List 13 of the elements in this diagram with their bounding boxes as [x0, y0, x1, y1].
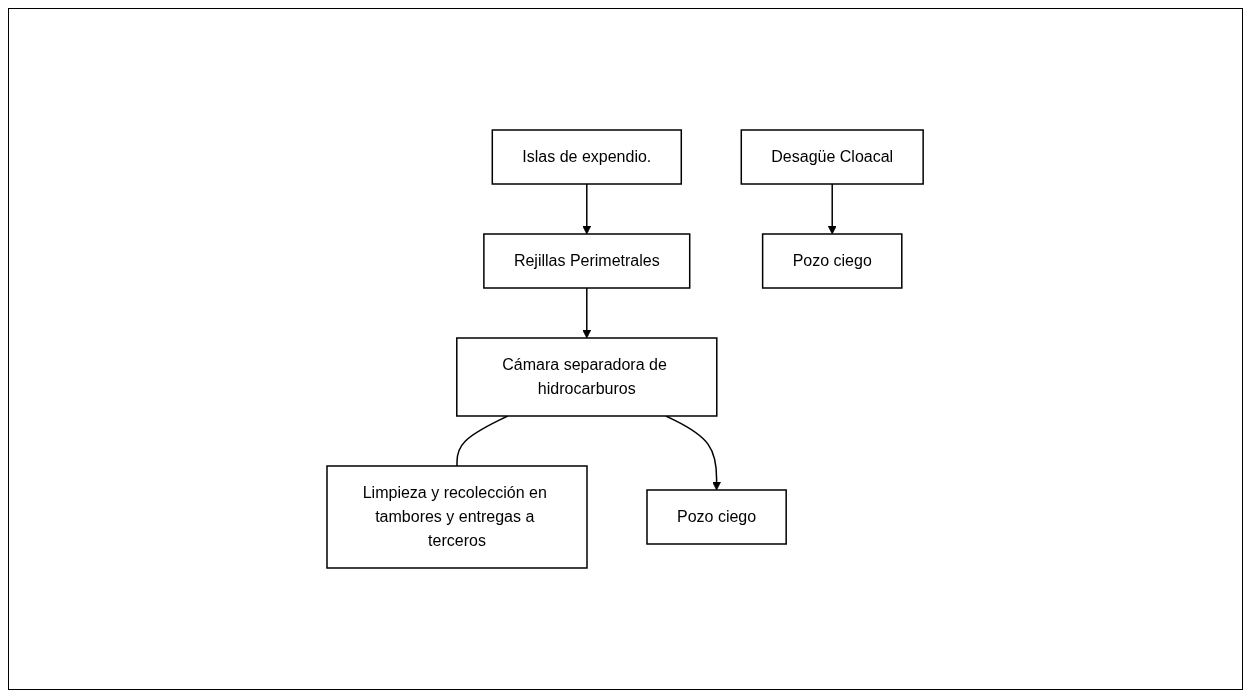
- arrow: [665, 415, 722, 491]
- node-box: [483, 233, 691, 289]
- arrow: [828, 183, 838, 235]
- arrow: [582, 287, 592, 339]
- node-box: [762, 233, 903, 289]
- node-box: [646, 489, 788, 545]
- arrow: [582, 183, 592, 235]
- diagram-frame: Islas de expendio. Desagüe Cloacal Rejillas Perimetrales Pozo ciego Cámara separadora de hidrocarburos Limpieza y recolección en tambores y entregas a terceros Pozo ciego: [8, 8, 1243, 690]
- node-box: [326, 465, 589, 569]
- connector: [456, 415, 509, 467]
- node-box: [456, 337, 718, 417]
- node-box: [740, 129, 925, 185]
- node-box: [491, 129, 683, 185]
